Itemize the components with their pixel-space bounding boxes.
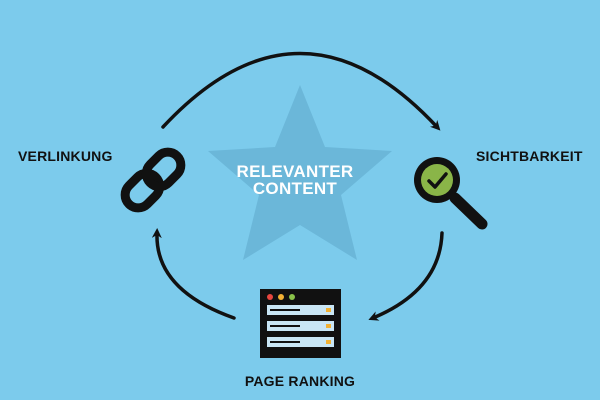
arrow-left: [151, 228, 236, 320]
node-label-page-ranking: PAGE RANKING: [244, 373, 356, 389]
node-label-sichtbarkeit: SICHTBARKEIT: [476, 148, 583, 164]
chain-link-icon: [120, 147, 186, 213]
center-label-line2: CONTENT: [252, 179, 338, 198]
center-label: RELEVANTER CONTENT: [220, 163, 370, 197]
browser-server-icon: [260, 289, 341, 358]
center-label-line1: RELEVANTER: [236, 162, 354, 181]
magnifier-check-icon: [414, 157, 488, 230]
arrow-top: [161, 51, 441, 131]
star-shape: [208, 85, 392, 260]
arrow-right: [368, 231, 444, 321]
node-label-verlinkung: VERLINKUNG: [18, 148, 113, 164]
